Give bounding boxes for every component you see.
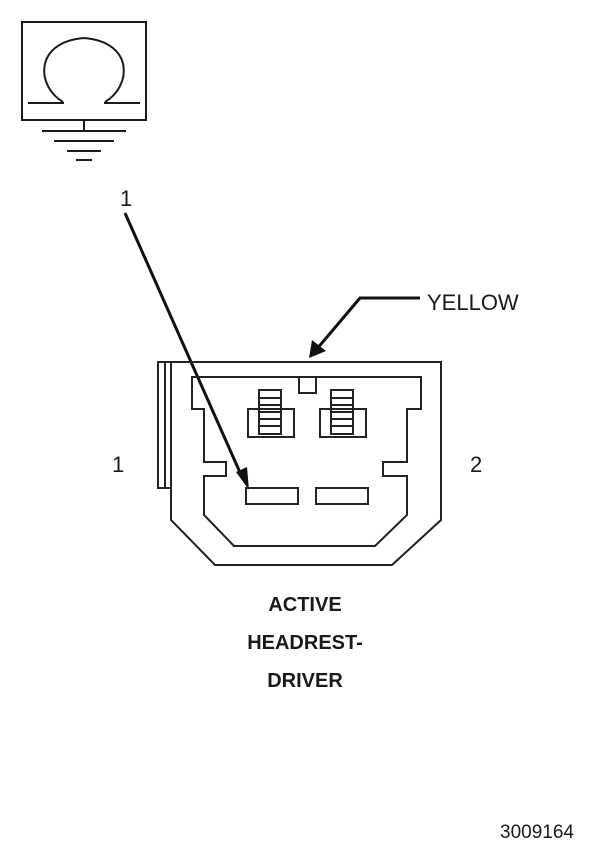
connector-body — [157, 361, 442, 566]
omega-ground-icon — [21, 21, 147, 161]
figure-id: 3009164 — [500, 822, 574, 843]
pin-callout-number: 1 — [120, 186, 133, 211]
connector-name-line3: DRIVER — [267, 670, 343, 692]
connector-color-label: YELLOW — [427, 290, 519, 315]
side-label-right: 2 — [470, 452, 483, 477]
color-leader-arrow — [309, 296, 420, 358]
connector-name-line2: HEADREST- — [247, 632, 363, 654]
connector-name-line1: ACTIVE — [268, 594, 342, 616]
side-label-left: 1 — [112, 452, 125, 477]
pin-leader-arrow — [123, 212, 249, 490]
